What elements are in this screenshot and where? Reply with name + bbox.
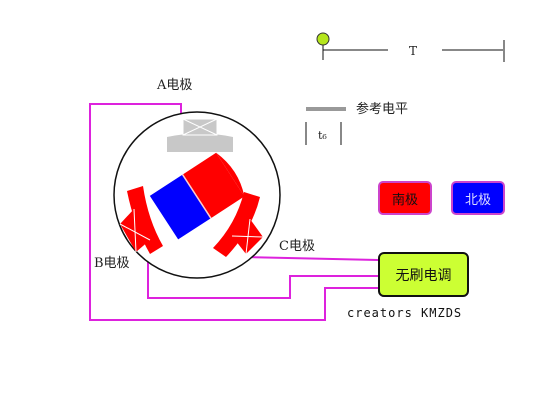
electrode-b-label: B电极 [94, 256, 130, 271]
rotor [149, 152, 245, 240]
electrode-c-coil [213, 192, 264, 257]
esc-label: 无刷电调 [395, 267, 452, 284]
reference-level-label: 参考电平 [356, 102, 409, 117]
wire-c [244, 256, 379, 261]
electrode-b-coil [119, 186, 163, 254]
south-pole-label: 南极 [391, 192, 418, 208]
north-pole-label: 北极 [464, 192, 491, 208]
wire-b [147, 262, 378, 299]
brushless-esc-box[interactable]: 无刷电调 [378, 252, 469, 297]
electrode-a-label: A电极 [157, 78, 193, 93]
rotor-north-half [149, 174, 211, 240]
wire-a [89, 103, 378, 321]
period-start-dot[interactable] [316, 32, 330, 46]
period-label: T [409, 44, 418, 58]
south-pole-button[interactable]: 南极 [378, 181, 432, 215]
electrode-a-coil [167, 118, 233, 152]
north-pole-button[interactable]: 北极 [451, 181, 505, 215]
rotor-south-half [182, 152, 245, 219]
time-step-label: t₆ [318, 129, 327, 142]
electrode-c-label: C电极 [279, 239, 315, 254]
credit-text: creators KMZDS [347, 306, 463, 320]
